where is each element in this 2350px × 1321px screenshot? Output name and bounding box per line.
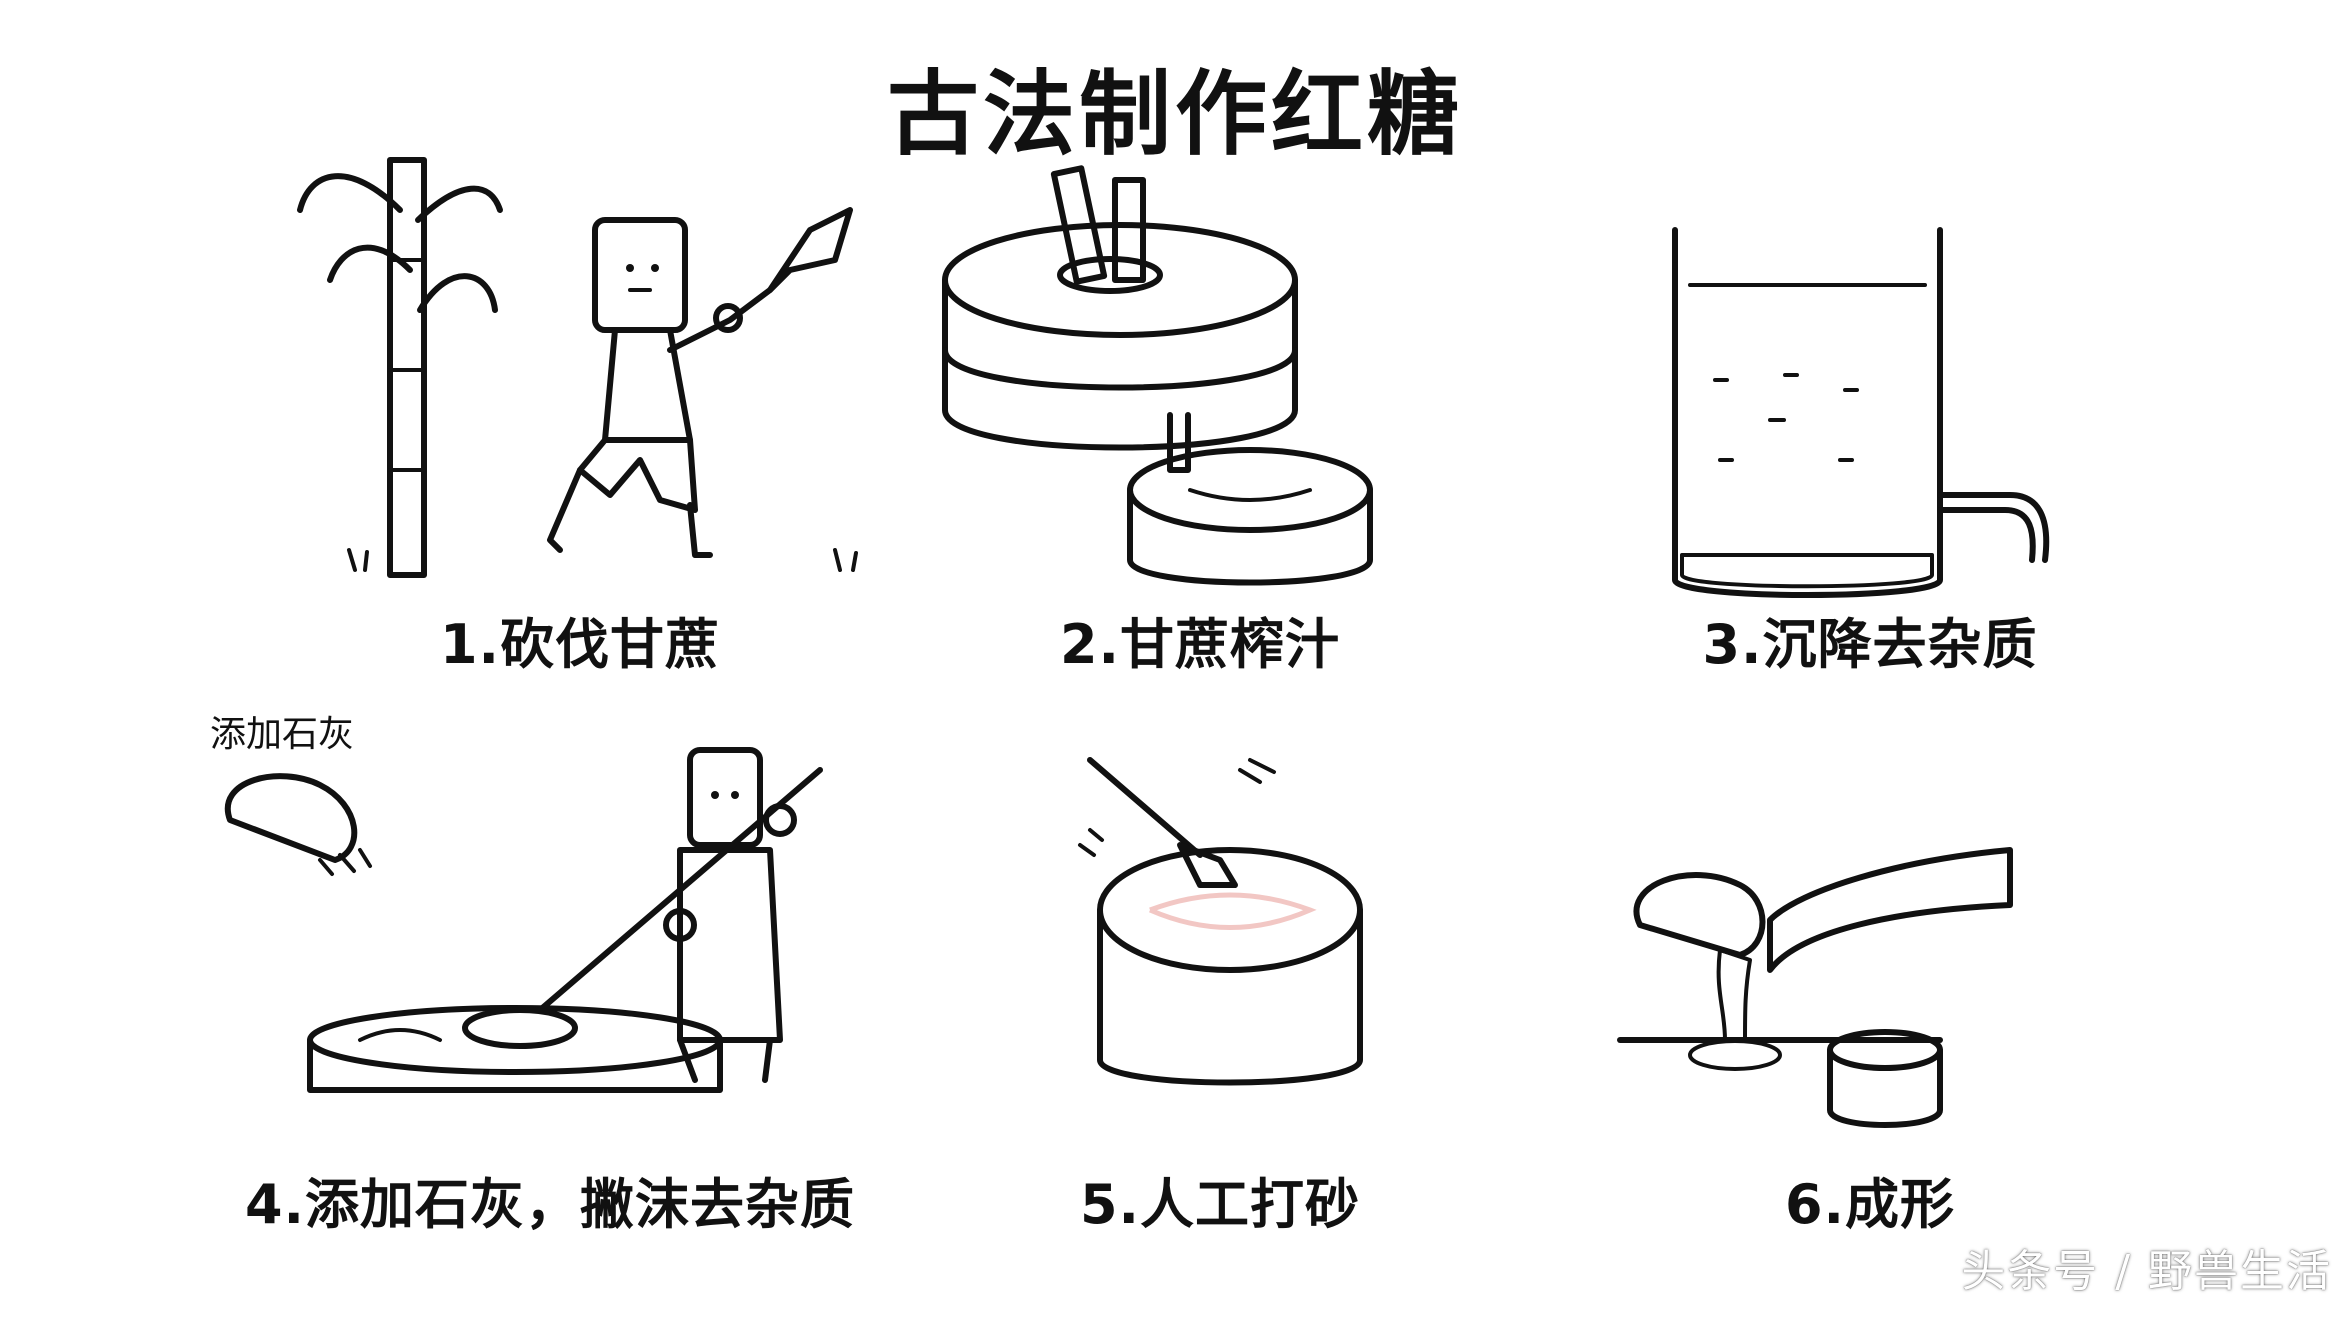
juice-bucket (1127, 447, 1373, 533)
lime-note: 添加石灰 (210, 714, 355, 755)
sediment-layer (1680, 553, 1934, 589)
step-6-caption: 6.成形 (1784, 1173, 1956, 1236)
step-5-illustration (1078, 757, 1363, 1086)
cane-leaf (297, 173, 403, 213)
juice-stream (1167, 412, 1191, 473)
cane-in-mill-2 (1112, 177, 1146, 283)
step-4-illustration (224, 747, 823, 1093)
worker-pants (577, 437, 698, 513)
step-3-panel: 3.沉降去杂质 (1540, 150, 2200, 676)
step-4-panel: 添加石灰 4.添加石灰，撇沫去杂质 (120, 710, 854, 1236)
syrup-pot (1097, 907, 1363, 1086)
step-2-caption: 2.甘蔗榨汁 (1059, 613, 1341, 676)
step-1-caption: 1.砍伐甘蔗 (439, 613, 721, 676)
boiling-vat (307, 1037, 723, 1093)
step-4-caption: 4.添加石灰，撇沫去杂质 (244, 1173, 856, 1236)
cane-in-mill (1050, 165, 1108, 285)
step-2-panel: 2.甘蔗榨汁 (870, 150, 1530, 676)
step-3-illustration (1672, 227, 2050, 598)
worker-robe (677, 847, 783, 1043)
page-title: 古法制作红糖 (886, 61, 1463, 168)
sugarcane-stalk (387, 157, 427, 578)
worker-head (687, 747, 763, 848)
step-3-caption: 3.沉降去杂质 (1702, 613, 2038, 676)
step-2-illustration (942, 165, 1373, 586)
machete-icon (767, 207, 853, 293)
watermark: 头条号 / 野兽生活 (1961, 1246, 2332, 1297)
mold-hole (1688, 1039, 1782, 1071)
pour-ladle (1633, 872, 1766, 958)
syrup-pot-top (1097, 847, 1363, 973)
step-6-panel: 6.成形 (1540, 710, 2200, 1236)
worker-head (592, 217, 688, 333)
step-6-illustration (1617, 847, 2013, 1128)
stirring-paddle (1087, 757, 1203, 858)
lime-bag-icon (224, 773, 358, 863)
step-1-panel: 1.砍伐甘蔗 (250, 150, 910, 676)
brown-sugar-block (1827, 1047, 1943, 1128)
step-5-caption: 5.人工打砂 (1079, 1173, 1361, 1236)
settling-tank (1672, 257, 1943, 598)
worker-arm (667, 287, 773, 353)
outlet-pipe (1937, 492, 2050, 563)
millstone-body (942, 277, 1298, 451)
step-5-panel: 5.人工打砂 (890, 710, 1550, 1236)
syrup-stream (1716, 948, 1752, 1042)
pouring-arm (1767, 847, 2013, 973)
step-1-illustration (297, 157, 858, 578)
